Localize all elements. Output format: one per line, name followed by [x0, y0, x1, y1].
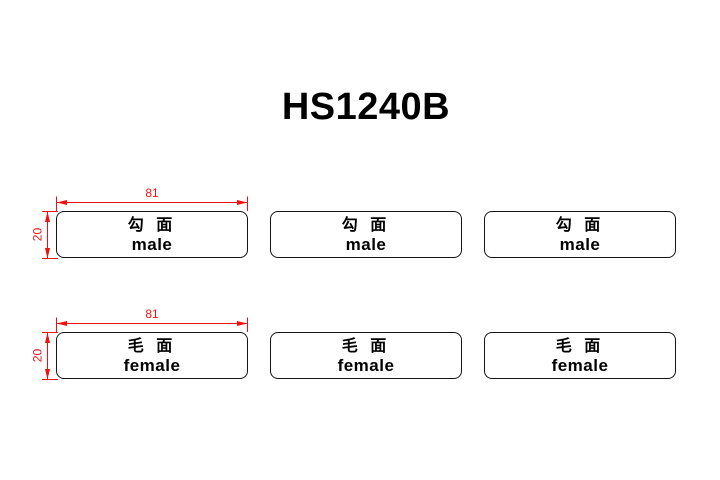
label-box-female-2: 毛 面 female	[270, 332, 462, 379]
label-box-female-3: 毛 面 female	[484, 332, 676, 379]
width-dim-value-row1: 81	[145, 186, 159, 200]
side-label-en: female	[337, 355, 395, 375]
side-label-zh: 毛 面	[127, 337, 177, 355]
side-label-zh: 毛 面	[341, 337, 391, 355]
side-label-en: male	[131, 234, 173, 254]
side-label-zh: 勾 面	[341, 216, 391, 234]
side-label-en: female	[123, 355, 181, 375]
side-label-en: female	[551, 355, 609, 375]
page-title: HS1240B	[281, 86, 451, 128]
side-label-zh: 勾 面	[127, 216, 177, 234]
side-label-zh: 勾 面	[555, 216, 605, 234]
label-box-male-3: 勾 面 male	[484, 211, 676, 258]
height-dim-value-row1: 20	[30, 227, 45, 242]
label-box-male-1: 勾 面 male	[56, 211, 248, 258]
width-dim-value-row2: 81	[145, 307, 159, 321]
side-label-zh: 毛 面	[555, 337, 605, 355]
label-box-male-2: 勾 面 male	[270, 211, 462, 258]
label-box-female-1: 毛 面 female	[56, 332, 248, 379]
height-dim-value-row2: 20	[30, 348, 45, 363]
side-label-en: male	[559, 234, 601, 254]
side-label-en: male	[345, 234, 387, 254]
